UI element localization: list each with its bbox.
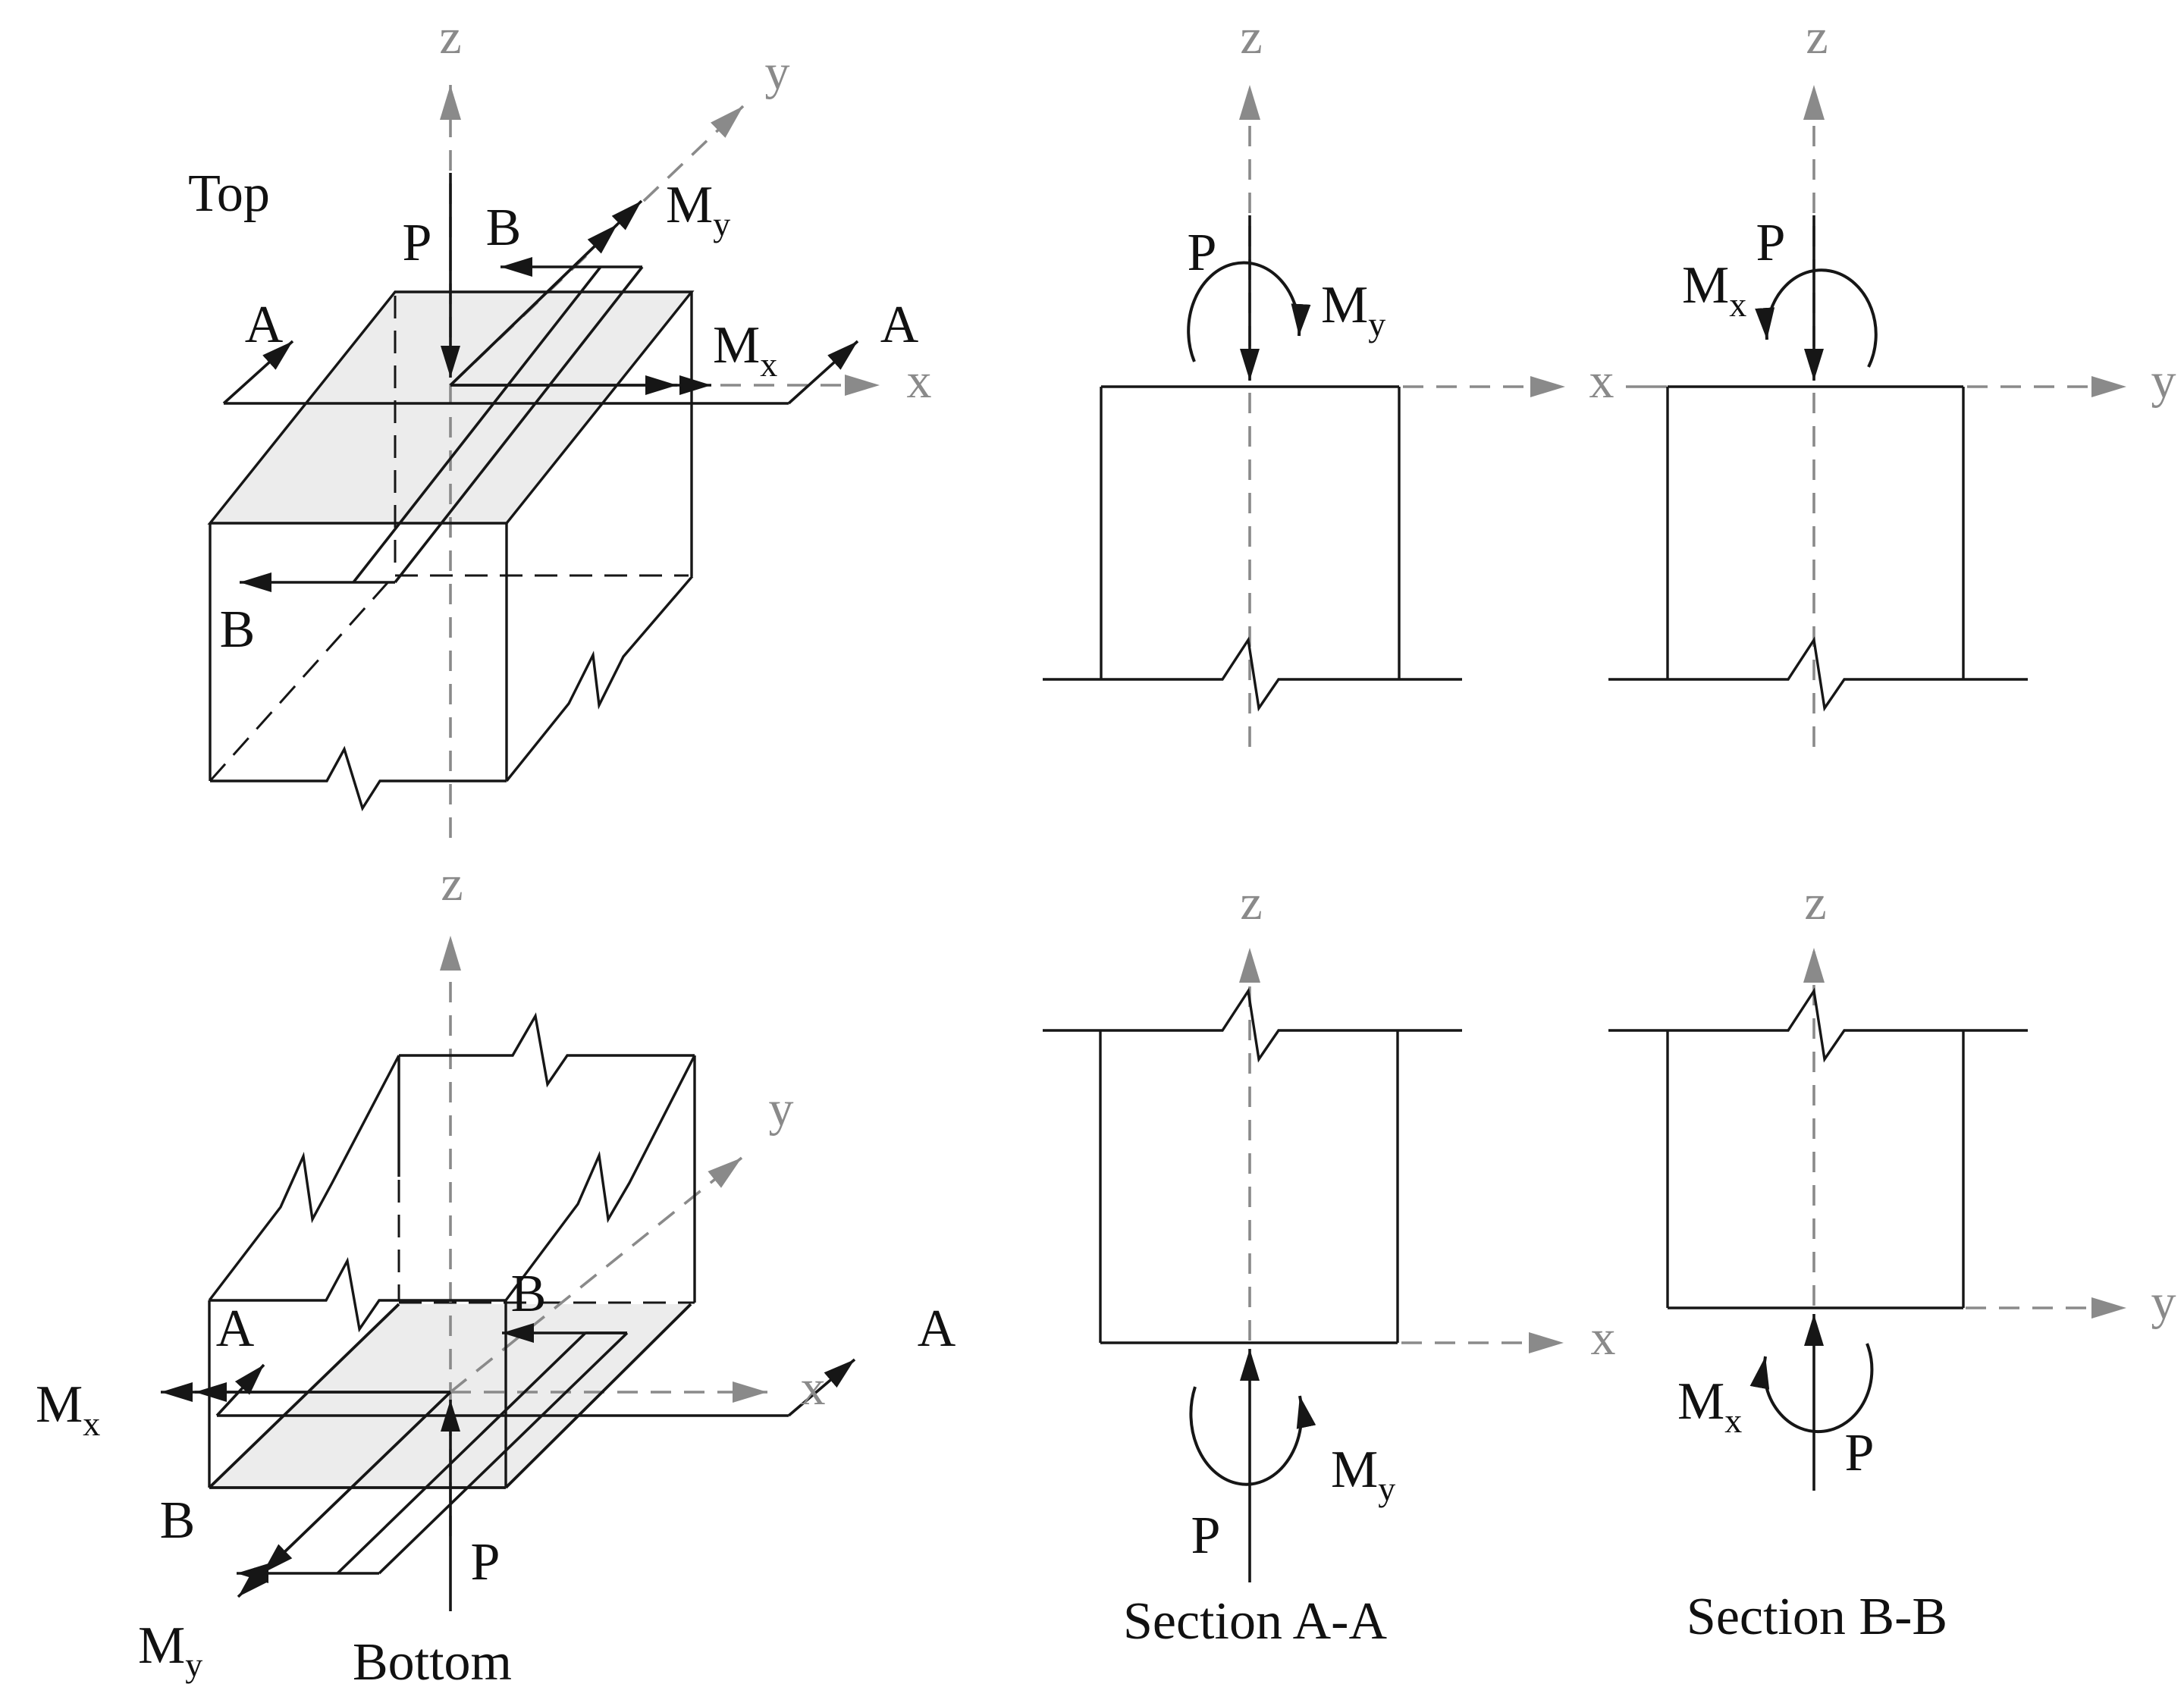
- force-p-label: P: [471, 1533, 500, 1592]
- hidden-bottom-left-edge: [209, 576, 394, 782]
- moment-my-label: My: [138, 1617, 202, 1684]
- column-outline: [1666, 385, 1965, 679]
- front-bottom-break-edge: [210, 745, 507, 812]
- moment-mx-label: Mx: [1677, 1372, 1742, 1440]
- moment-my-label: My: [666, 176, 730, 243]
- section-a-label-left: A: [216, 1300, 255, 1358]
- z-axis-label: z: [1804, 875, 1826, 930]
- section-b-label-top: B: [511, 1265, 547, 1323]
- column-outline: [1100, 385, 1401, 679]
- section-caption: Section B-B: [1687, 1588, 1947, 1646]
- section-a-label-left: A: [245, 296, 284, 354]
- moment-mx-label: Mx: [36, 1375, 100, 1443]
- force-p-label: P: [403, 214, 432, 272]
- section-a-arrow-right: [787, 1358, 856, 1417]
- ground-break-line: [1608, 987, 2028, 1063]
- force-p-label: P: [1188, 224, 1217, 282]
- front-face-edges: [209, 523, 508, 781]
- section-a-arrow-right: [787, 340, 859, 405]
- force-p-label: P: [1845, 1424, 1875, 1482]
- moment-my-arrow-second-head: [449, 223, 619, 387]
- section-a-label-right: A: [880, 296, 919, 354]
- section-cut-b-strip: [352, 265, 644, 584]
- section-bb-top-view: z y P Mx: [1608, 9, 2176, 747]
- moment-mx-label: Mx: [1682, 256, 1746, 324]
- z-axis-label: z: [1240, 9, 1262, 64]
- section-aa-bottom-view: z x P My Section A-A: [1043, 875, 1616, 1651]
- moment-my-arc: [1189, 1386, 1316, 1486]
- x-axis-label: x: [801, 1360, 826, 1416]
- x-axis-label: x: [1591, 1310, 1616, 1366]
- y-axis-label: y: [2151, 1275, 2176, 1330]
- section-a-arrow-left: [222, 340, 294, 405]
- section-a-label-right: A: [918, 1300, 956, 1358]
- force-p-label: P: [1191, 1507, 1221, 1565]
- left-slant-break-edge: [208, 1055, 400, 1302]
- section-b-label-bottom: B: [220, 601, 256, 659]
- front-top-break-edge: [209, 1256, 506, 1333]
- section-bb-bottom-view: z y P Mx Section B-B: [1608, 875, 2176, 1646]
- z-axis-label: z: [441, 856, 463, 911]
- y-axis-label: y: [765, 45, 790, 100]
- ground-break-line: [1043, 636, 1462, 712]
- moment-mx-label: Mx: [713, 316, 777, 384]
- moment-my-label: My: [1331, 1441, 1395, 1508]
- column-outline: [1099, 1030, 1399, 1344]
- force-p-label: P: [1756, 214, 1786, 272]
- y-axis-label: y: [769, 1081, 794, 1137]
- moment-mx-arc: [1749, 1343, 1874, 1434]
- bottom-face-outline: [208, 1303, 692, 1489]
- ground-break-line: [1608, 636, 2028, 712]
- moment-my-label: My: [1321, 276, 1385, 343]
- section-caption: Section A-A: [1123, 1592, 1387, 1651]
- right-face-break-edge: [505, 575, 694, 782]
- section-a-arrow-left: [215, 1363, 265, 1417]
- x-axis-label: x: [1589, 353, 1614, 409]
- moment-my-arrow-second-head: [261, 1391, 452, 1575]
- top-3d-view: Top z y x P Mx My A A B B: [188, 9, 932, 838]
- z-axis-label: z: [439, 9, 461, 64]
- section-aa-top-view: z x P My: [1043, 9, 1667, 747]
- x-axis-label: x: [907, 353, 932, 409]
- view-title: Bottom: [353, 1633, 512, 1692]
- column-outline: [1666, 1030, 1965, 1309]
- moment-mx-arc: [1755, 268, 1878, 368]
- moment-my-arc: [1187, 261, 1311, 362]
- column-top-face: [210, 292, 692, 523]
- z-axis-label: z: [1240, 875, 1262, 930]
- ground-break-line: [1043, 987, 1462, 1063]
- y-axis: [449, 1156, 743, 1394]
- right-slant-break-edge: [504, 1055, 696, 1302]
- bottom-3d-view: Bottom z y x P Mx My A A B B: [36, 856, 956, 1692]
- section-b-label-top: B: [486, 199, 522, 257]
- z-axis-label: z: [1806, 9, 1828, 64]
- back-top-break-edge: [399, 1012, 695, 1088]
- view-title: Top: [188, 165, 270, 223]
- y-axis-label: y: [2151, 353, 2176, 409]
- section-b-label-bottom: B: [160, 1491, 196, 1550]
